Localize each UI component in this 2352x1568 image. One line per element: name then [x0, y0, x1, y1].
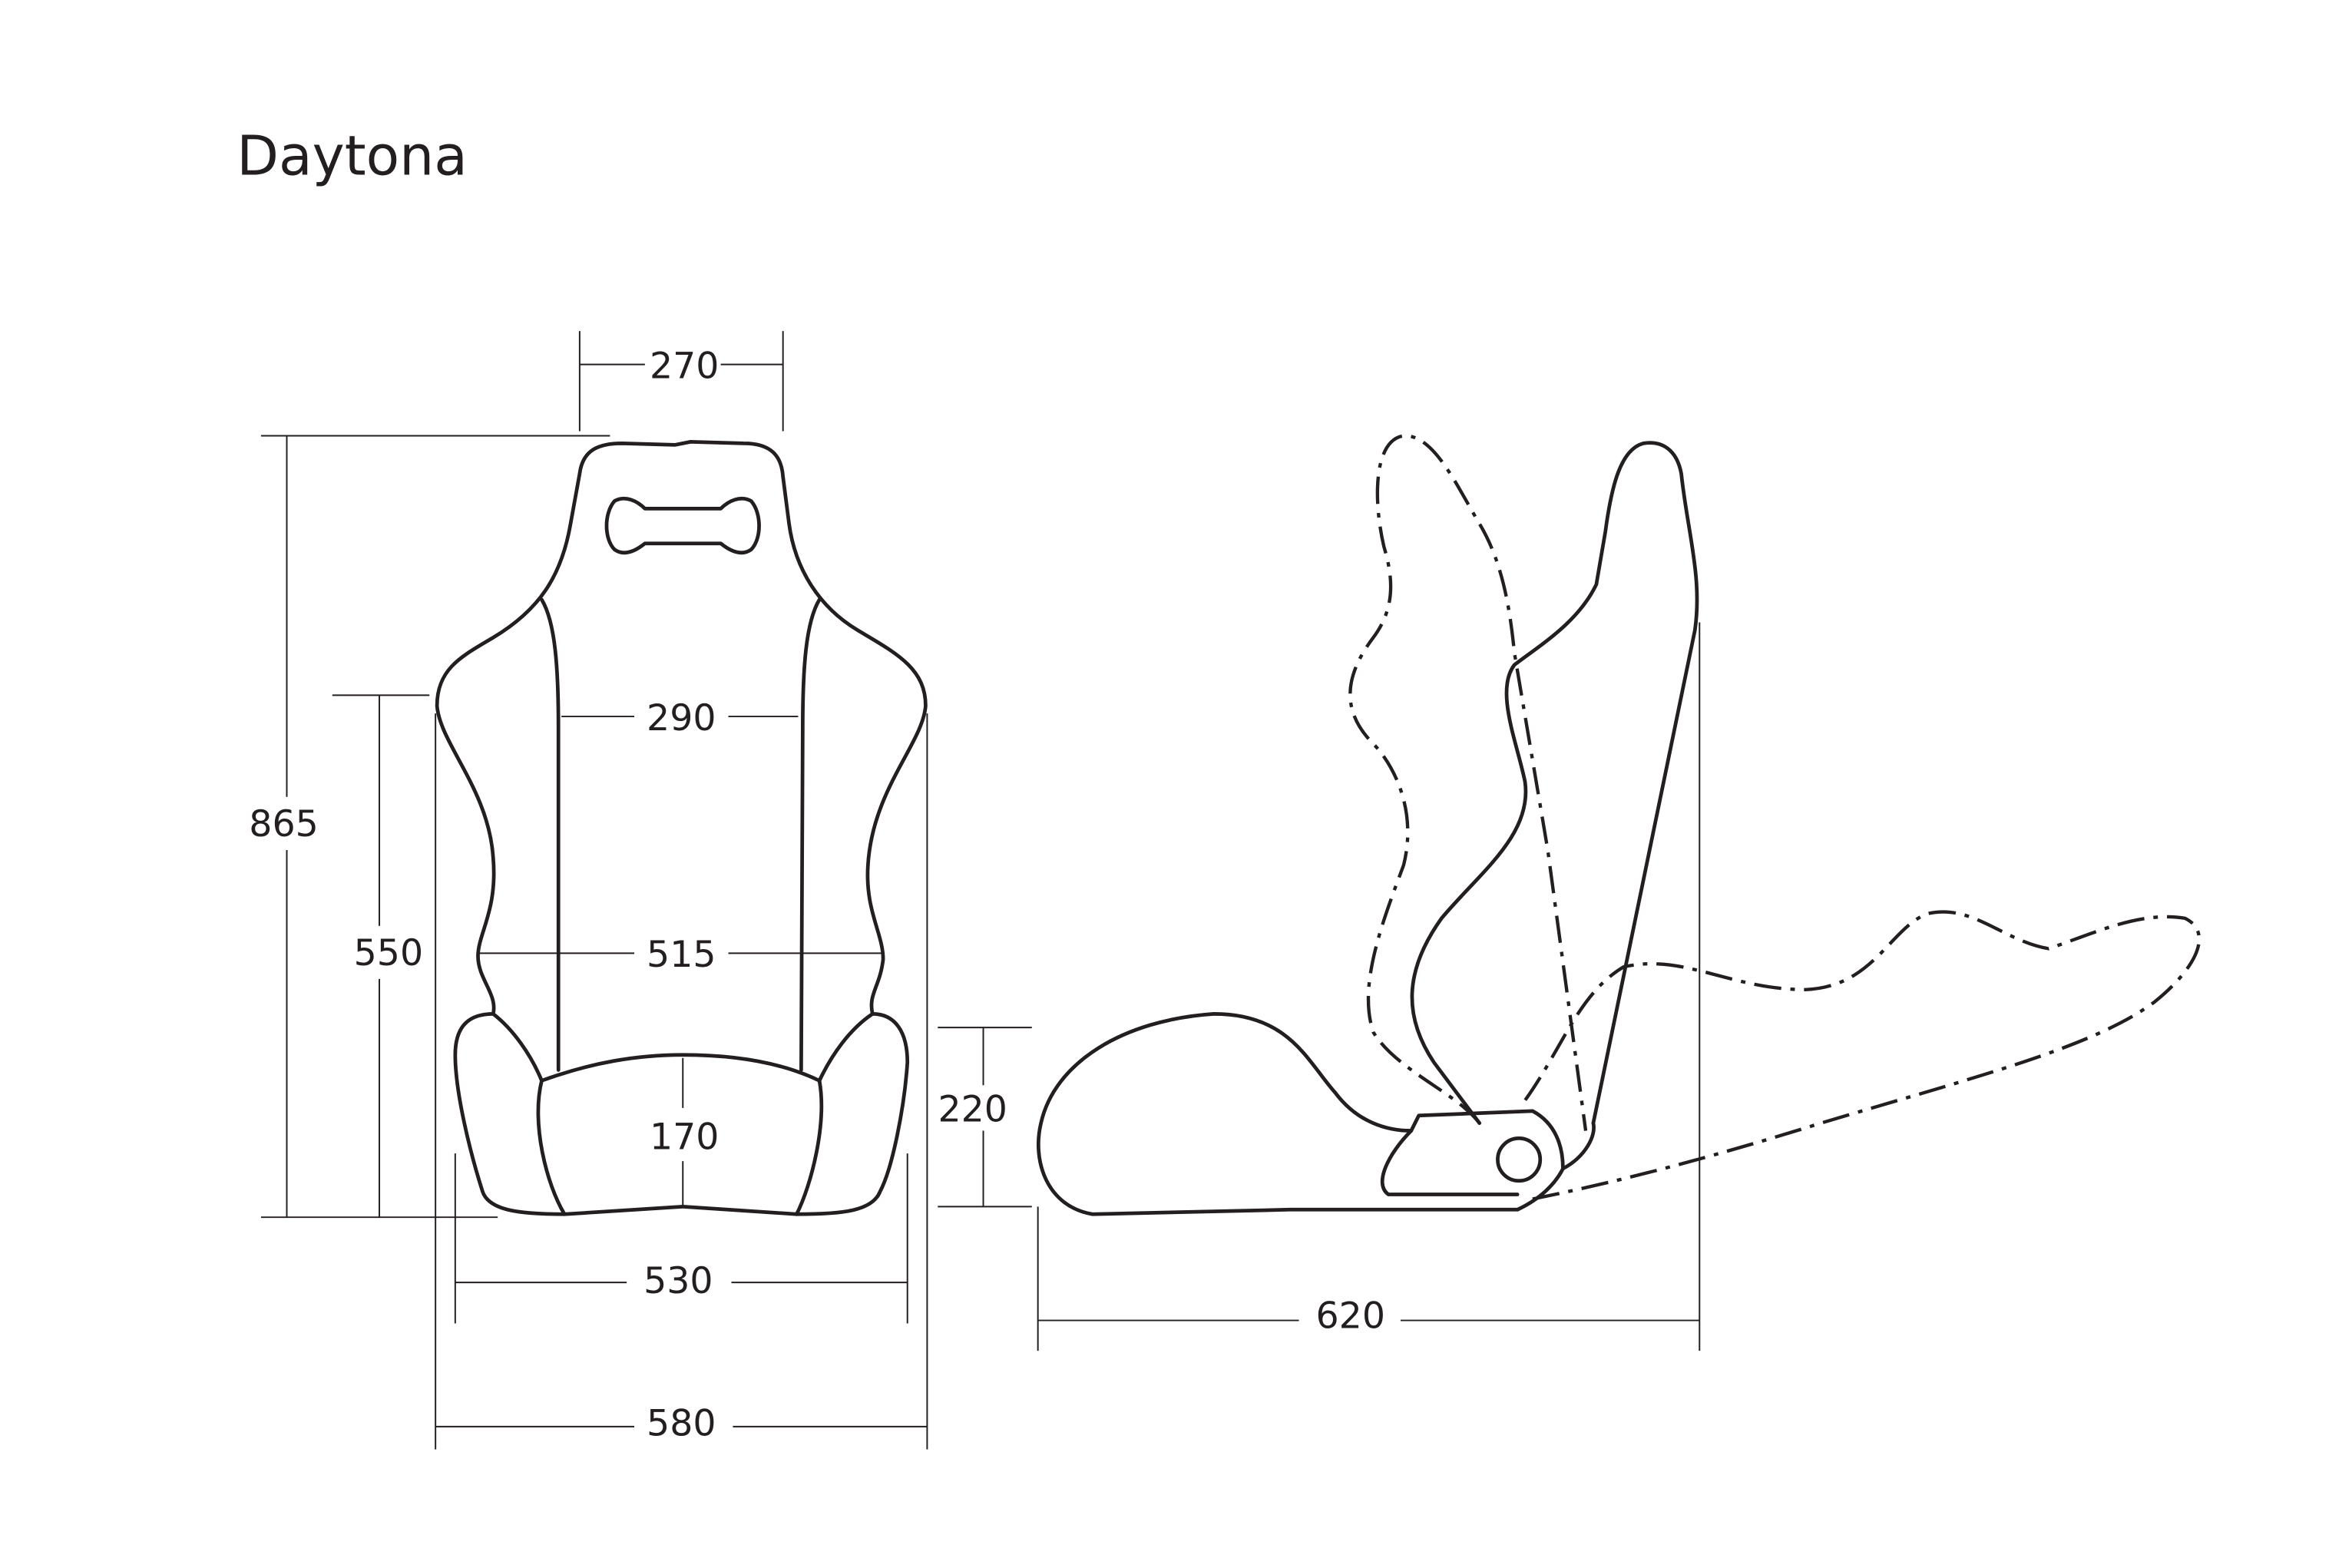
dim-290: 290: [647, 697, 716, 739]
dim-580: 580: [647, 1403, 716, 1445]
side-dimensions: 220 620: [938, 622, 1701, 1351]
side-view-seat: [1037, 434, 2201, 1216]
side-backrest-upright-position: [1348, 434, 1588, 1131]
dim-515: 515: [647, 934, 716, 976]
dim-270: 270: [650, 345, 719, 387]
dim-220: 220: [938, 1089, 1007, 1131]
dim-530: 530: [643, 1260, 713, 1302]
headrest-slot: [604, 496, 761, 555]
dim-170: 170: [650, 1116, 719, 1158]
cushion: [536, 1053, 824, 1216]
dim-620: 620: [1316, 1295, 1385, 1337]
dim-865: 865: [249, 803, 318, 845]
left-wing: [491, 1012, 544, 1083]
right-wing: [817, 1012, 875, 1083]
front-outline: [435, 440, 928, 1216]
dim-550: 550: [354, 932, 423, 974]
recline-knob: [1496, 1136, 1543, 1183]
front-dimensions: 270 290 515 170 530 580 865 550: [249, 331, 928, 1450]
right-bolster-line: [799, 597, 822, 1072]
front-view-seat: [435, 440, 928, 1216]
title: Daytona: [237, 124, 468, 188]
side-backrest-reclined-position: [1523, 910, 2201, 1201]
side-backrest: [1410, 441, 1699, 1126]
side-recline-bracket: [1380, 1129, 1565, 1212]
left-bolster-line: [540, 597, 561, 1072]
side-cushion: [1037, 1012, 1596, 1216]
